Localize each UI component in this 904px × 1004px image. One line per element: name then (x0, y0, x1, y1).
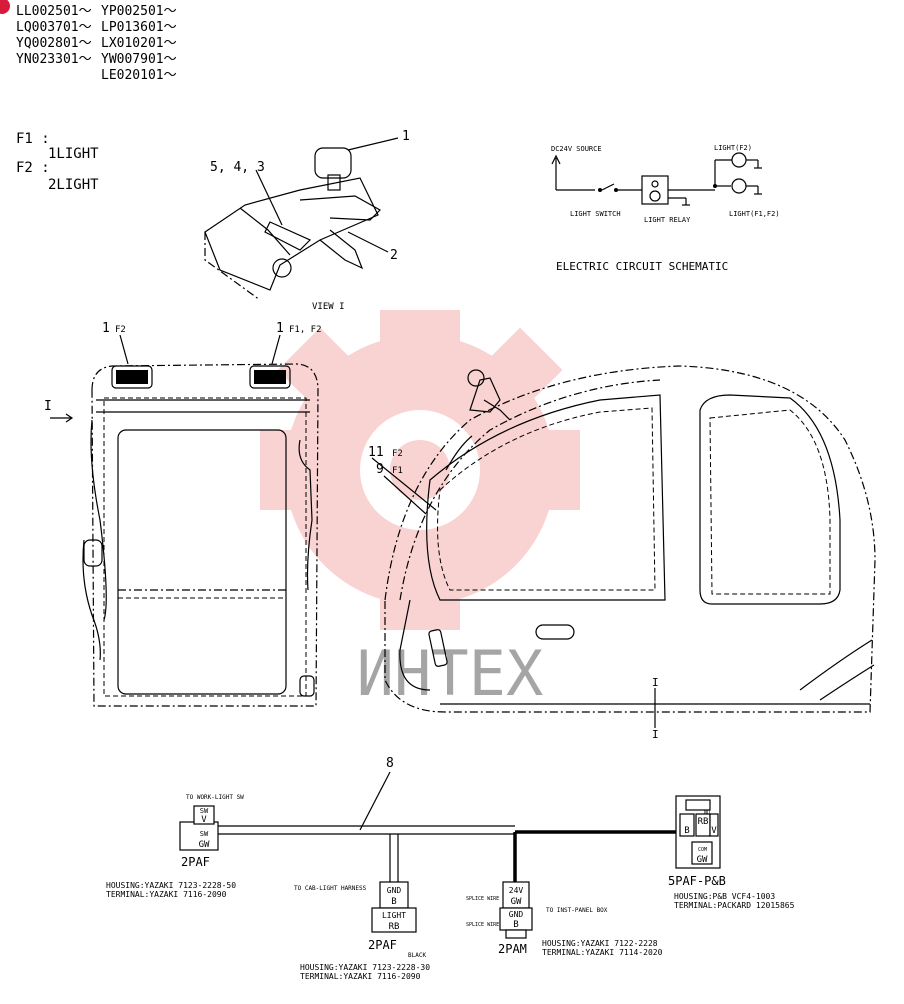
view1-callout-543: 5, 4, 3 (210, 160, 265, 175)
legend-f2-code: F2 : (16, 160, 50, 176)
side-callout-11: 11 (368, 445, 384, 460)
connector-2paf-left: SW V SW GW 2PAF TO WORK-LIGHT SW HOUSING… (106, 794, 244, 899)
schematic-title: ELECTRIC CIRCUIT SCHEMATIC (556, 260, 728, 273)
splice-note: SPLICE WIRE (466, 922, 499, 928)
splice-note: SPLICE WIRE (466, 896, 499, 902)
watermark-text: ИНТЕХ (357, 637, 544, 710)
housing-spec: HOUSING:P&B VCF4-1003 (674, 892, 775, 901)
serial-line: YW007901～ (101, 52, 177, 67)
pin-cell (709, 813, 719, 837)
light-legend: F1 : 1LIGHT F2 : 2LIGHT (16, 131, 99, 193)
front-callout-left-num: 1 (102, 321, 110, 336)
corner-marker (0, 0, 10, 14)
pin-color: B (391, 897, 396, 907)
serial-line: YN023301～ (16, 52, 92, 67)
pin-color: RB (698, 817, 709, 827)
pin-color: V (201, 815, 207, 825)
schematic-light-f2-label: LIGHT(F2) (714, 144, 752, 152)
housing-spec: HOUSING:YAZAKI 7122-2228 (542, 939, 658, 948)
connector-name: 2PAF (181, 855, 210, 869)
pin-label: LIGHT (382, 911, 406, 920)
pin-color: B (684, 826, 689, 836)
pin-label: SW (200, 830, 209, 838)
pin-cell (679, 813, 695, 837)
view1-label: VIEW I (312, 302, 345, 312)
pin-label: NO (704, 810, 710, 816)
harness-callout: 8 (386, 756, 394, 771)
legend-f1-code: F1 : (16, 131, 50, 147)
pin-color: V (711, 826, 717, 836)
connector-2paf-middle: GND B LIGHT RB 2PAF BLACK TO CAB-LIGHT H… (294, 881, 430, 981)
pin-label: GND (509, 910, 524, 919)
connector-2pam: 24V GW GND B 2PAM SPLICE WIRE SPLICE WIR… (466, 881, 663, 957)
pin-color: GW (511, 897, 522, 907)
section-mark-bottom: I (652, 728, 659, 741)
legend-f2-text: 2LIGHT (48, 177, 99, 193)
schematic-light-f1f2-label: LIGHT(F1,F2) (729, 210, 780, 218)
work-light-right (249, 365, 291, 389)
schematic-relay-label: LIGHT RELAY (644, 216, 691, 224)
pin-color: B (513, 920, 518, 930)
connector-housing (371, 907, 417, 933)
cab-side-view: 11 F2 9 F1 I I (368, 365, 876, 741)
connector-5paf-pb: NO B RB V COM GW 5PAF-P&B HOUSING:P&B VC… (668, 795, 795, 910)
inst-panel-note: TO INST-PANEL BOX (546, 907, 608, 914)
pin-label: GND (387, 886, 402, 895)
lamp-f1f2-icon (731, 178, 747, 194)
connector-name: 2PAM (498, 942, 527, 956)
connector-name: 5PAF-P&B (668, 874, 726, 888)
side-callout-9: 9 (376, 462, 384, 477)
housing-spec: HOUSING:YAZAKI 7123-2228-50 (106, 881, 236, 890)
serial-line: LP013601～ (101, 20, 177, 35)
view1-callout-1: 1 (402, 129, 410, 144)
pin-color: RB (389, 922, 400, 932)
connector-housing (179, 821, 219, 851)
pin-label: 24V (509, 886, 524, 895)
serial-line: LQ003701～ (16, 20, 92, 35)
pin-color: GW (697, 855, 708, 865)
relay-symbol (641, 175, 669, 205)
pin-label: COM (698, 847, 707, 853)
circuit-schematic: DC24V SOURCE LIGHT(F2) LIGHT SWITCH LIGH… (551, 144, 780, 273)
connector-latch (193, 805, 215, 825)
front-callout-right-sub: F1, F2 (289, 325, 322, 335)
terminal-spec: TERMINAL:PACKARD 12015865 (674, 901, 795, 910)
view1-callout-2: 2 (390, 248, 398, 263)
serial-numbers: LL002501～ LQ003701～ YQ002801～ YN023301～ … (16, 4, 177, 83)
pin-cell (691, 841, 713, 865)
lamp-f2-icon (731, 152, 747, 168)
pin-label: SW (200, 807, 209, 815)
section-mark-top: I (652, 676, 659, 689)
view1-detail: 1 2 5, 4, 3 VIEW I (204, 129, 410, 312)
housing-spec: HOUSING:YAZAKI 7123-2228-30 (300, 963, 430, 972)
terminal-spec: TERMINAL:YAZAKI 7116-2090 (300, 972, 421, 981)
connector-latch (505, 929, 527, 939)
serial-line: YP002501～ (101, 4, 177, 19)
cab-light-note: TO CAB-LIGHT HARNESS (294, 885, 367, 892)
front-callout-left-sub: F2 (115, 325, 126, 335)
cab-front-view: 1 F2 1 F1, F2 I (44, 321, 322, 707)
serial-line: YQ002801～ (16, 36, 92, 51)
side-callout-11-sub: F2 (392, 449, 403, 459)
side-callout-9-sub: F1 (392, 466, 403, 476)
work-light-left (111, 365, 153, 389)
pin-color: GW (199, 840, 210, 850)
terminal-spec: TERMINAL:YAZAKI 7116-2090 (106, 890, 227, 899)
connector-latch (685, 799, 711, 811)
terminal-spec: TERMINAL:YAZAKI 7114-2020 (542, 948, 663, 957)
wire-harness: 8 SW V SW GW 2PAF TO WORK-LIGHT SW HOUSI… (106, 756, 795, 981)
schematic-source-label: DC24V SOURCE (551, 145, 602, 153)
serial-line: LE020101～ (101, 68, 177, 83)
schematic-switch-label: LIGHT SWITCH (570, 210, 621, 218)
work-light-note: TO WORK-LIGHT SW (186, 794, 244, 801)
legend-f1-text: 1LIGHT (48, 146, 99, 162)
front-callout-right-num: 1 (276, 321, 284, 336)
connector-name: 2PAF (368, 938, 397, 952)
color-note: BLACK (408, 952, 426, 959)
view-marker: I (44, 399, 52, 414)
serial-line: LX010201～ (101, 36, 177, 51)
serial-line: LL002501～ (16, 4, 92, 19)
